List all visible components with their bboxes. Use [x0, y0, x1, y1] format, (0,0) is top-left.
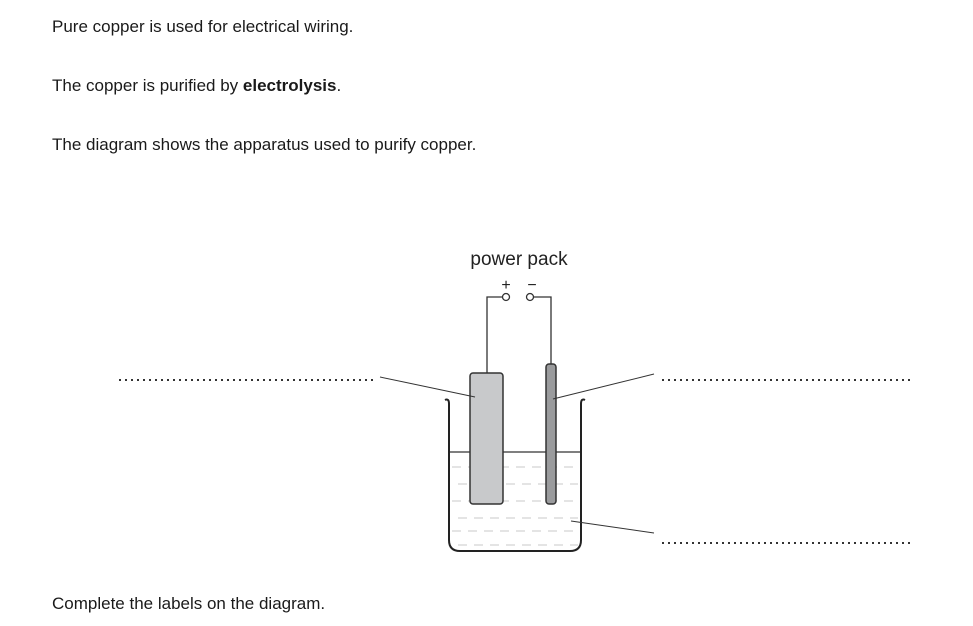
instruction-text: Complete the labels on the diagram. [52, 594, 326, 613]
positive-terminal [501, 292, 511, 302]
electrolysis-text-after: . [336, 76, 342, 95]
positive-wire [486, 296, 503, 373]
electrolysis-text: The copper is purified by electrolysis. [52, 76, 341, 96]
solution-leader-line [570, 520, 655, 534]
diagram-intro-text: The diagram shows the apparatus used to … [52, 135, 477, 154]
right-electrode-leader-line [552, 373, 655, 400]
beaker [444, 398, 586, 552]
negative-terminal [525, 292, 535, 302]
electrolysis-keyword: electrolysis [242, 76, 337, 95]
power-pack-label: power pack [470, 249, 568, 270]
intro-text: Pure copper is used for electrical wirin… [52, 17, 354, 36]
cathode-electrode [545, 363, 557, 505]
electrolysis-text-before: The copper is purified by [52, 76, 243, 95]
anode-electrode [469, 372, 504, 505]
positive-terminal-sign: + [501, 277, 510, 294]
negative-wire [533, 296, 552, 365]
negative-terminal-sign: − [527, 277, 536, 294]
left-electrode-leader-line [379, 376, 476, 398]
